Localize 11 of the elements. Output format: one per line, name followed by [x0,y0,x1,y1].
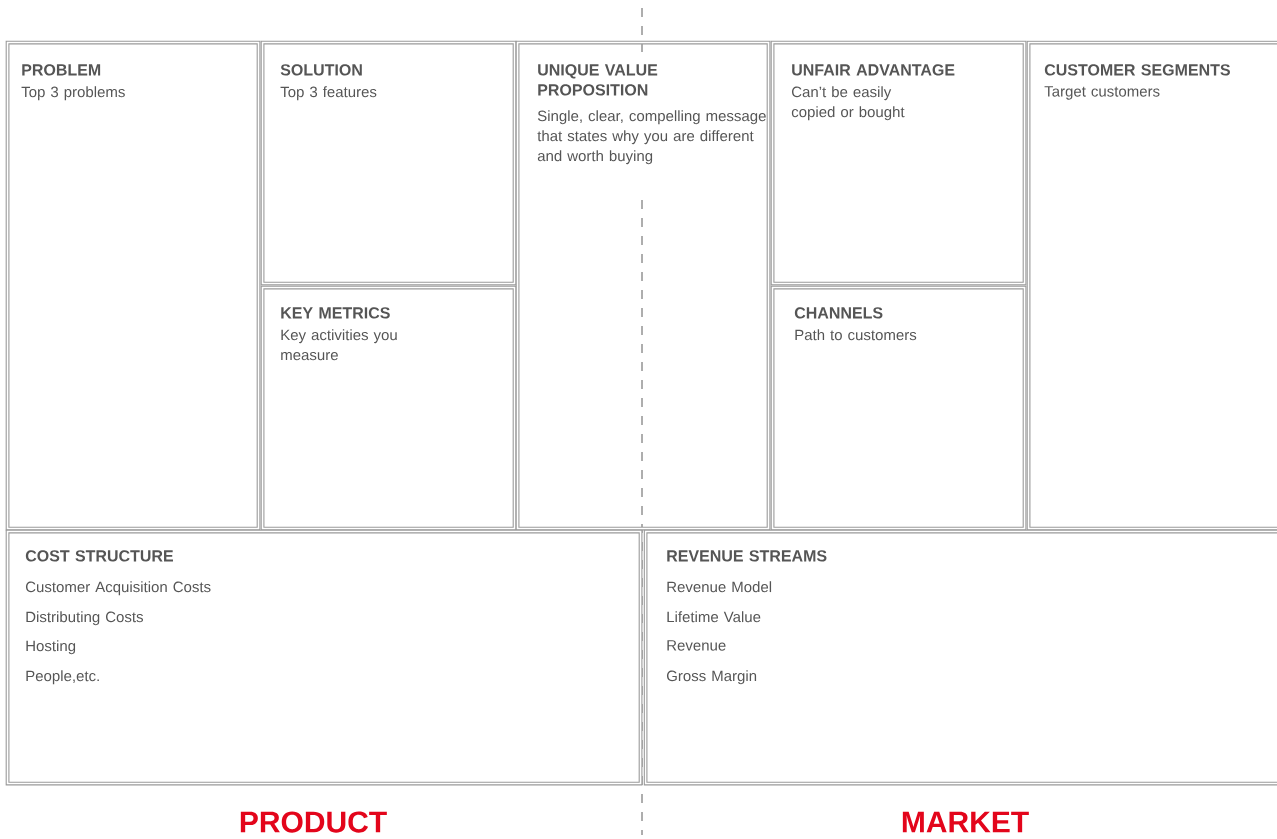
canvas-box: CUSTOMER SEGMENTS Target customers [1026,40,1277,531]
canvas-box: UNIQUE VALUE PROPOSITION Single, clear, compelling message that states why you are different and worth buying [515,40,771,531]
section-label: MARKET [902,811,1029,833]
canvas-box: SOLUTION Top 3 features [260,40,517,286]
canvas-box: UNFAIR ADVANTAGE Can’t be easily copied or bought [770,40,1027,286]
canvas-box: COST STRUCTURE Customer Acquisition Costs Distributing Costs Hosting People,etc. [5,529,643,786]
canvas-box: PROBLEM Top 3 problems [5,40,261,531]
canvas-box: REVENUE STREAMS Revenue Model Lifetime Value Revenue Gross Margin [643,529,1277,786]
canvas-box: CHANNELS Path to customers [770,285,1027,531]
section-label: PRODUCT [240,811,387,833]
canvas-box: KEY METRICS Key activities you measure [260,285,517,531]
